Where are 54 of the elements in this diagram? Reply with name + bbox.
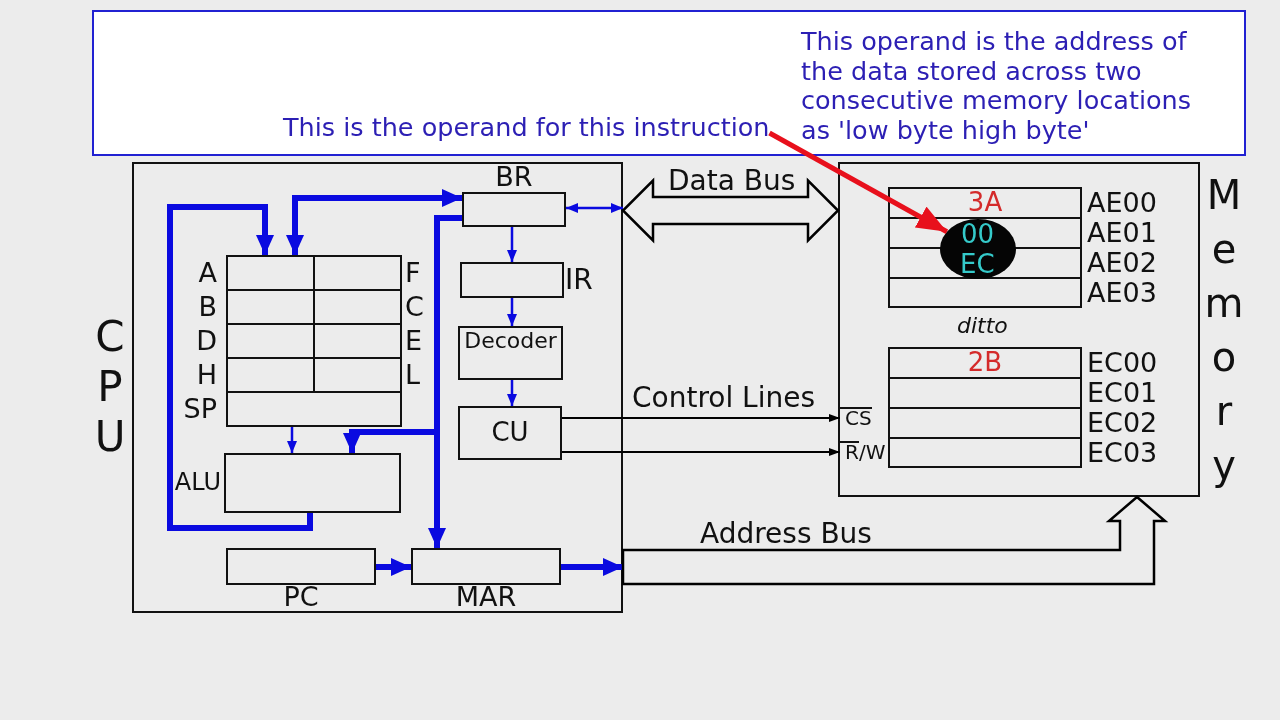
register-name: BR [495, 160, 533, 192]
register-name: A [198, 257, 217, 289]
double-arrow [286, 189, 462, 255]
arrow [507, 380, 517, 406]
address-label: AE00 [1087, 187, 1157, 219]
register-name: PC [283, 581, 319, 613]
arrow [343, 215, 462, 453]
highlight-oval [940, 219, 1016, 279]
arrow [376, 558, 411, 576]
register-name: H [196, 359, 217, 391]
annotation-text: This operand is the address of the data stored across two consecutive memory locations as 'low byte high byte' [801, 27, 1193, 145]
address-label: AE02 [1087, 247, 1157, 279]
control-unit-box [458, 406, 562, 460]
cell-value: 00 [961, 221, 995, 247]
leader-arrow [768, 130, 949, 234]
address-label: AE01 [1087, 217, 1157, 249]
cell-value: 2B [967, 348, 1003, 378]
arrow [507, 227, 517, 262]
bus-arrow [621, 177, 840, 244]
register-name: B [198, 291, 217, 323]
bus-arrow [621, 495, 1169, 586]
address-label: EC02 [1087, 407, 1158, 439]
register-name: MAR [455, 581, 517, 613]
annotation-panel [92, 10, 1246, 156]
cpu-label: CPU [93, 311, 127, 464]
decoder-box [458, 326, 563, 380]
address-label: EC03 [1087, 437, 1158, 468]
register-name: F [405, 257, 421, 289]
register-name: SP [183, 393, 217, 425]
register-name: D [196, 325, 217, 357]
memory-label: Memory [1204, 170, 1244, 490]
address-label: EC01 [1087, 377, 1158, 409]
arrow [507, 298, 517, 326]
note-text: ditto [957, 313, 1008, 339]
block-label: CU [491, 418, 529, 448]
signal-name: CS [840, 407, 872, 430]
arrow [561, 448, 841, 456]
arrow [561, 414, 841, 422]
signal-name: R/W [840, 441, 886, 464]
block-label: ALU [174, 469, 221, 497]
register-name: E [405, 325, 423, 357]
arrow [561, 558, 623, 576]
double-arrow [566, 203, 623, 213]
register-name: C [405, 291, 424, 323]
arrow [287, 427, 297, 453]
address-label: AE03 [1087, 277, 1157, 308]
address-label: EC00 [1087, 347, 1158, 379]
arrow [167, 204, 313, 531]
block-label: Decoder [464, 328, 557, 354]
cell-value: EC [960, 251, 995, 277]
cell-value: 3A [967, 188, 1003, 218]
annotation-text: This is the operand for this instruction [283, 113, 770, 143]
register-name: IR [565, 263, 593, 297]
register-name: L [405, 359, 421, 391]
